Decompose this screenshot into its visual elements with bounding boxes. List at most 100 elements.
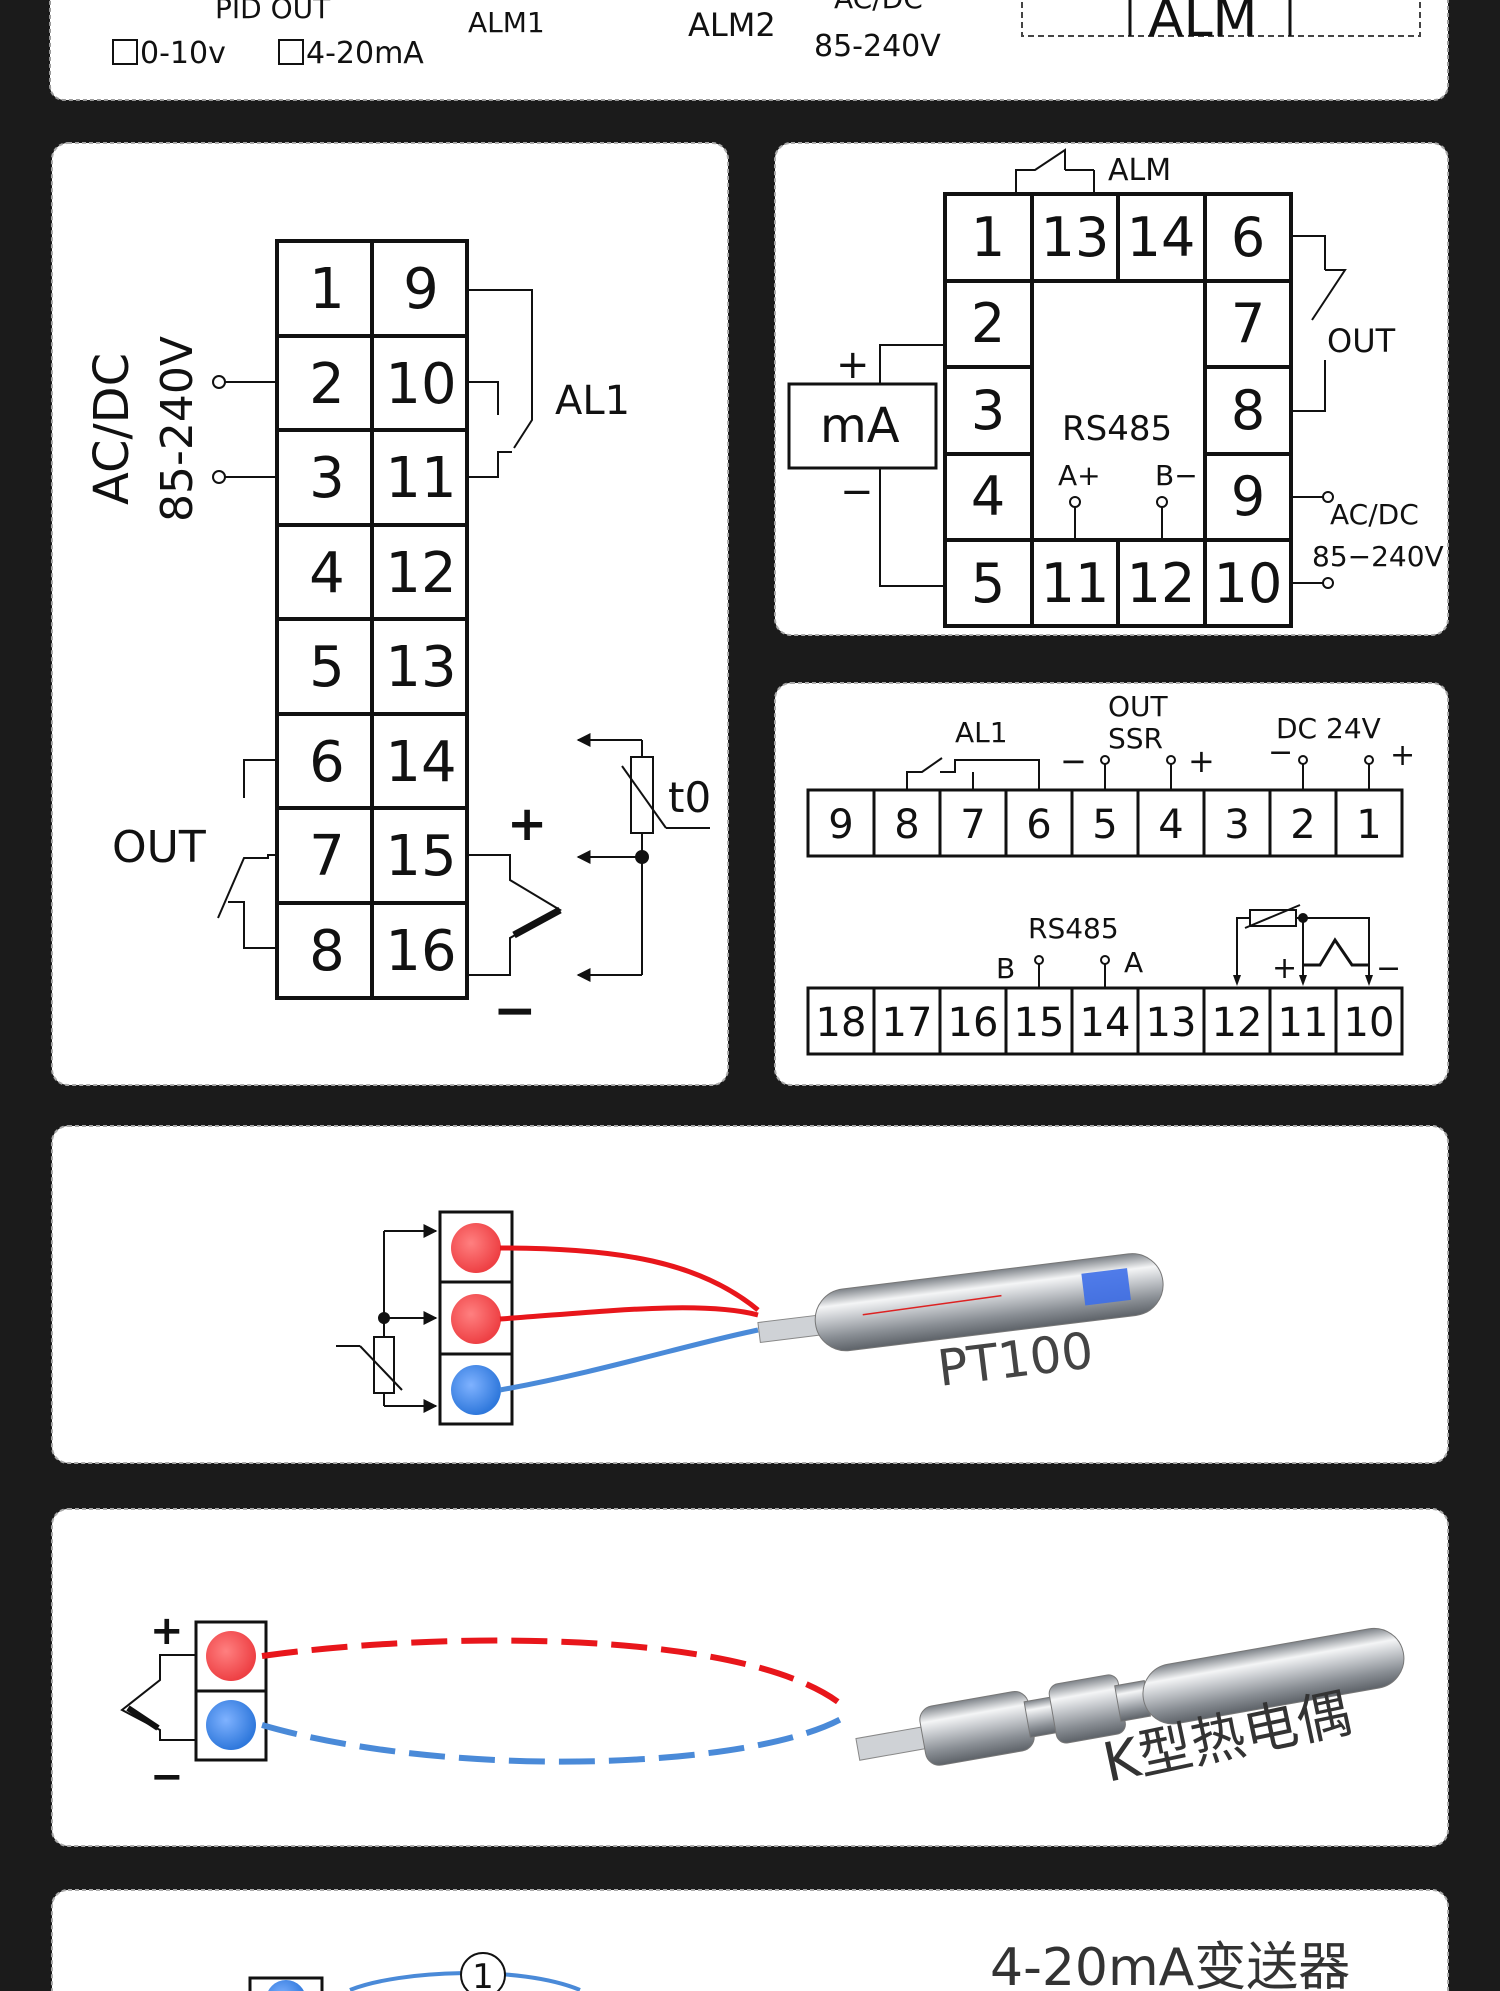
pt100-terminal-blue xyxy=(451,1365,501,1415)
strip-dc-plus: + xyxy=(1390,738,1415,773)
strip-terminal-5: 5 xyxy=(1092,802,1117,848)
alm-box-label: ALM xyxy=(1148,0,1257,49)
strip-rs485-label: RS485 xyxy=(1028,912,1119,945)
rs-terminal-11: 11 xyxy=(1041,552,1110,615)
rs-acdc-label: AC/DC xyxy=(1330,498,1419,531)
strip-terminal-4: 4 xyxy=(1158,802,1183,848)
terminal-8: 8 xyxy=(309,919,345,984)
rs-out-label: OUT xyxy=(1327,322,1396,360)
strip-al1-label: AL1 xyxy=(955,716,1008,749)
rs-terminal-3: 3 xyxy=(971,379,1005,442)
strip-terminal-6: 6 xyxy=(1026,802,1051,848)
option-4-20ma: 4-20mA xyxy=(306,36,424,71)
strip-dc-minus: − xyxy=(1268,735,1293,770)
tc-plus: + xyxy=(507,796,547,852)
terminal-12: 12 xyxy=(385,541,456,606)
strip-terminal-16: 16 xyxy=(948,1000,999,1046)
pt100-terminal-red-1 xyxy=(451,1223,501,1273)
k-plus: + xyxy=(150,1608,184,1654)
panel-18-terminal-strip: 9 8 7 6 5 4 3 2 1 18 17 16 15 14 13 12 1… xyxy=(774,682,1449,1086)
rs-terminal-14: 14 xyxy=(1127,206,1196,269)
ma-plus: + xyxy=(836,342,870,388)
strip-terminal-15: 15 xyxy=(1014,1000,1065,1046)
voltage-label: 85-240V xyxy=(814,29,941,64)
terminal-2: 2 xyxy=(309,352,345,417)
power-label-voltage: 85-240V xyxy=(152,336,203,522)
rs-terminal-1: 1 xyxy=(971,206,1005,269)
strip-terminal-11: 11 xyxy=(1278,1000,1329,1046)
k-terminal-blue xyxy=(206,1700,256,1750)
terminal-block: 1 2 3 4 5 6 7 8 9 10 11 12 13 14 15 16 xyxy=(275,239,469,1000)
strip-ssr-label: SSR xyxy=(1108,722,1163,755)
strip-ssr-minus: − xyxy=(1060,742,1087,780)
strip-terminal-8: 8 xyxy=(894,802,919,848)
panel-16-terminal: 1 2 3 4 5 6 7 8 9 10 11 12 13 14 15 16 xyxy=(51,142,729,1086)
terminal-7: 7 xyxy=(309,824,345,889)
k-minus: − xyxy=(150,1754,184,1800)
panel-rs485-terminal: 1 13 14 6 2 3 4 7 8 9 5 11 12 10 RS485 A… xyxy=(774,142,1449,636)
rs485-label: RS485 xyxy=(1062,409,1172,449)
terminal-5: 5 xyxy=(309,635,345,700)
terminal-16: 16 xyxy=(385,919,456,984)
terminal-6: 6 xyxy=(309,730,345,795)
strip-a-label: A xyxy=(1124,946,1143,979)
alm1-label: ALM1 xyxy=(468,6,545,39)
rs485-b-minus: B− xyxy=(1155,459,1198,492)
strip-terminal-7: 7 xyxy=(960,802,985,848)
strip-tc-plus: + xyxy=(1272,951,1297,986)
pt100-panel: PT100 xyxy=(51,1125,1449,1464)
pt100-rtd-symbol xyxy=(336,1224,438,1413)
terminal-1: 1 xyxy=(309,257,345,322)
strip-terminal-1: 1 xyxy=(1356,802,1381,848)
strip-terminal-10: 10 xyxy=(1344,1000,1395,1046)
tc-minus: − xyxy=(493,981,537,1041)
rs-terminal-12: 12 xyxy=(1127,552,1196,615)
k-terminal-red xyxy=(206,1631,256,1681)
terminal-14: 14 xyxy=(385,730,456,795)
thermocouple-symbol xyxy=(467,854,562,976)
terminal-13: 13 xyxy=(385,635,456,700)
checkbox-0-10v xyxy=(112,39,138,65)
rs-terminal-5: 5 xyxy=(971,552,1005,615)
power-label-acdc: AC/DC xyxy=(84,353,140,505)
option-0-10v: 0-10v xyxy=(140,36,226,71)
rs-terminal-6: 6 xyxy=(1231,206,1265,269)
terminal-3: 3 xyxy=(309,446,345,511)
checkbox-4-20ma xyxy=(278,39,304,65)
terminal-4: 4 xyxy=(309,541,345,606)
rtd-symbol xyxy=(576,733,710,982)
pt100-probe xyxy=(757,1253,1164,1352)
terminal-10: 10 xyxy=(385,352,456,417)
rtd-t0-label: t0 xyxy=(668,773,711,822)
strip-tc-minus: − xyxy=(1376,951,1401,986)
strip-b-label: B xyxy=(996,952,1015,985)
rs-terminal-13: 13 xyxy=(1041,206,1110,269)
strip-dc24-label: DC 24V xyxy=(1276,712,1381,745)
rs485-a-plus: A+ xyxy=(1058,459,1101,492)
strip-terminal-14: 14 xyxy=(1080,1000,1131,1046)
transmitter-label: 4-20mA变送器 xyxy=(990,1938,1350,1991)
strip-terminal-18: 18 xyxy=(816,1000,867,1046)
out-relay-wiring xyxy=(217,759,277,949)
power-input xyxy=(212,375,277,484)
acdc-label: AC/DC xyxy=(834,0,923,15)
strip-out-label: OUT xyxy=(1108,690,1169,723)
k-thermocouple-panel: + − K型热电偶 xyxy=(51,1508,1449,1847)
rs-terminal-7: 7 xyxy=(1231,292,1265,355)
strip-terminal-9: 9 xyxy=(828,802,853,848)
strip-terminal-17: 17 xyxy=(882,1000,933,1046)
rs-terminal-9: 9 xyxy=(1231,465,1265,528)
ma-label: mA xyxy=(820,398,900,454)
rs-voltage-label: 85−240V xyxy=(1312,540,1444,573)
strip-terminal-12: 12 xyxy=(1212,1000,1263,1046)
rs-terminal-8: 8 xyxy=(1231,379,1265,442)
rs-terminal-4: 4 xyxy=(971,465,1005,528)
out-label: OUT xyxy=(112,822,206,873)
rs-terminal-10: 10 xyxy=(1214,552,1283,615)
strip-terminal-3: 3 xyxy=(1224,802,1249,848)
circle-marker-label: 1 xyxy=(472,1957,494,1991)
strip-terminal-2: 2 xyxy=(1290,802,1315,848)
circle-marker-1 xyxy=(460,1952,506,1991)
terminal-9: 9 xyxy=(403,257,439,322)
